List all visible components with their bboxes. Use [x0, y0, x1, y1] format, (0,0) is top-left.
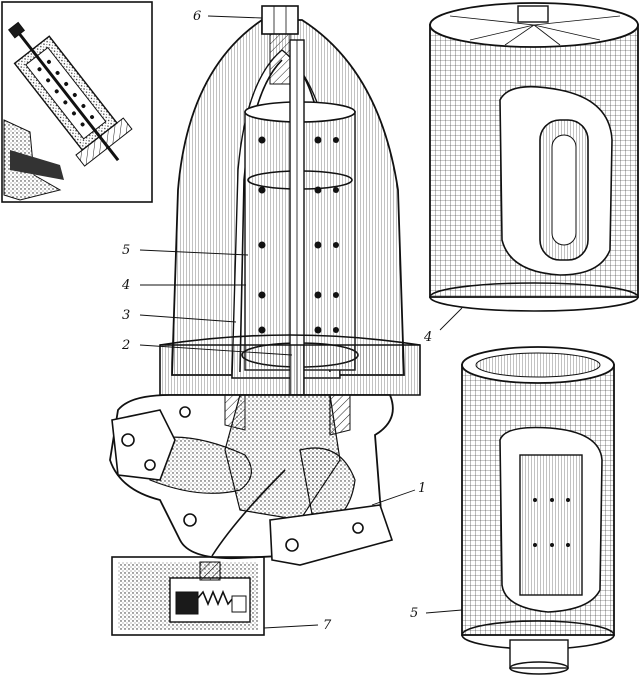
filter-element-4 [429, 2, 639, 312]
inset-detail-filter-section [1, 1, 153, 203]
label-3: 3 [122, 308, 130, 323]
bypass-valve-detail [111, 469, 286, 636]
leader-lines [139, 15, 463, 629]
element-cap [517, 5, 549, 23]
perforation-holes [258, 136, 339, 334]
label-5-element: 5 [410, 606, 418, 621]
label-4-main: 4 [121, 278, 130, 293]
label-4-element: 4 [423, 330, 432, 345]
label-5-main: 5 [122, 243, 130, 258]
filter-element-5 [461, 346, 615, 675]
label-7: 7 [323, 618, 332, 633]
mounting-flange-left [111, 409, 176, 481]
label-2: 2 [121, 338, 130, 353]
label-6: 6 [193, 9, 201, 24]
main-cutaway-filter [109, 5, 421, 566]
mounting-flange-right [269, 504, 394, 566]
label-1: 1 [418, 481, 426, 496]
bolt-head [261, 5, 299, 35]
